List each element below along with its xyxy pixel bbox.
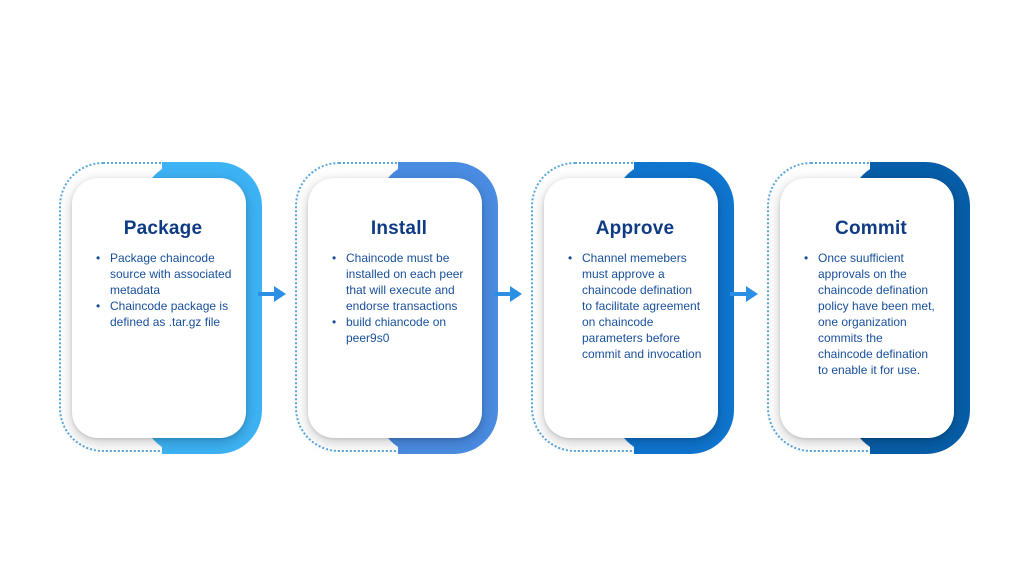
step-card: Approve Channel memebers must approve a … xyxy=(544,178,718,438)
arrow-right-icon xyxy=(494,286,522,302)
step-commit: Commit Once suufficient approvals on the… xyxy=(767,162,980,454)
arrow-right-icon xyxy=(730,286,758,302)
bullet-item: Package chaincode source with associated… xyxy=(96,250,232,298)
step-title: Approve xyxy=(595,218,675,239)
step-title: Commit xyxy=(835,218,907,239)
bullet-list: Package chaincode source with associated… xyxy=(94,250,232,330)
step-package: Package Package chaincode source with as… xyxy=(59,162,272,454)
bullet-item: build chiancode on peer9s0 xyxy=(332,314,468,346)
bullet-list: Channel memebers must approve a chaincod… xyxy=(566,250,704,362)
bullet-item: Once suufficient approvals on the chainc… xyxy=(804,250,940,378)
step-card: Package Package chaincode source with as… xyxy=(72,178,246,438)
bullet-item: Channel memebers must approve a chaincod… xyxy=(568,250,704,362)
step-card: Commit Once suufficient approvals on the… xyxy=(780,178,954,438)
step-approve: Approve Channel memebers must approve a … xyxy=(531,162,744,454)
arrow-right-icon xyxy=(258,286,286,302)
step-title: Install xyxy=(370,218,428,239)
bullet-list: Once suufficient approvals on the chainc… xyxy=(802,250,940,378)
step-title: Package xyxy=(123,218,203,239)
step-card: Install Chaincode must be installed on e… xyxy=(308,178,482,438)
bullet-list: Chaincode must be installed on each peer… xyxy=(330,250,468,346)
bullet-item: Chaincode package is defined as .tar.gz … xyxy=(96,298,232,330)
step-install: Install Chaincode must be installed on e… xyxy=(295,162,508,454)
bullet-item: Chaincode must be installed on each peer… xyxy=(332,250,468,314)
